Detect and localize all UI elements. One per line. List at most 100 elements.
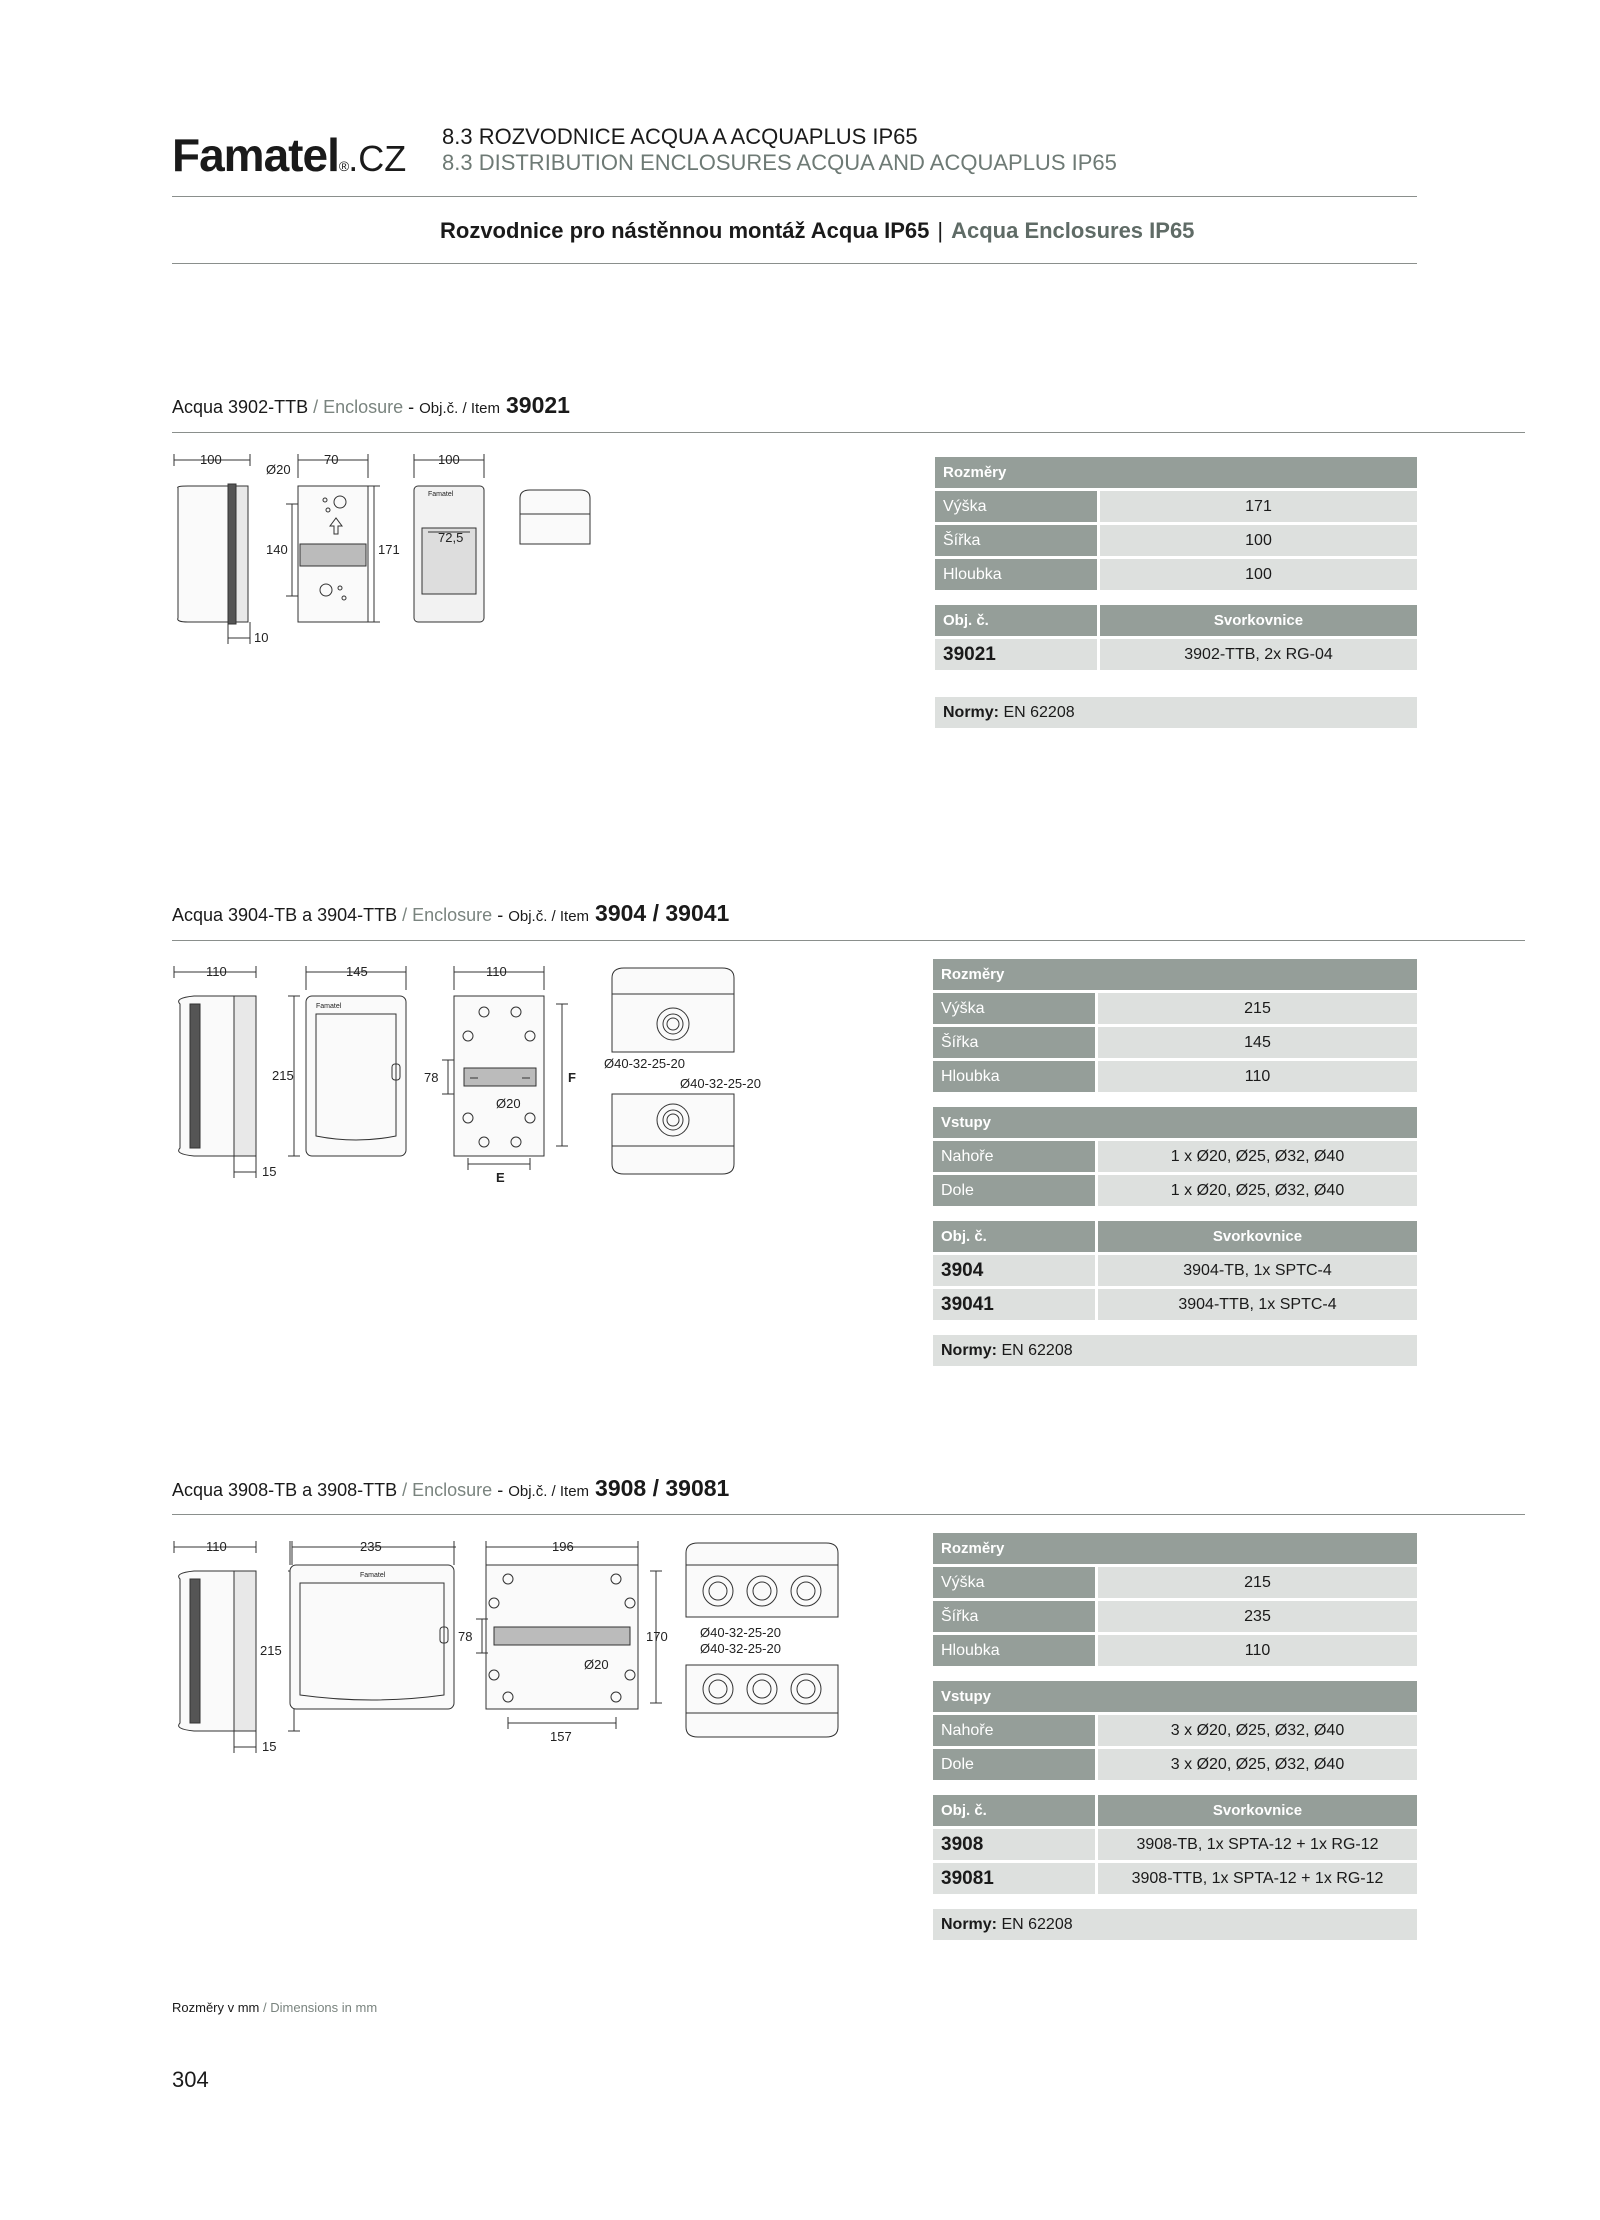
dim-back-width: 196 (552, 1539, 574, 1554)
item-desc: 3908-TB, 1x SPTA-12 + 1x RG-12 (1098, 1829, 1417, 1860)
entry-top-label: Ø40-32-25-20 (700, 1625, 781, 1640)
units-note: Rozměry v mm / Dimensions in mm (172, 2000, 377, 2015)
product-name: Acqua 3902-TTB (172, 397, 309, 417)
title-en: Enclosure (412, 1480, 493, 1500)
chapter-title-en: 8.3 DISTRIBUTION ENCLOSURES ACQUA AND AC… (442, 150, 1117, 175)
dim-rail: 78 (424, 1070, 438, 1085)
item-desc: 3904-TB, 1x SPTC-4 (1098, 1255, 1417, 1286)
normy-value: EN 62208 (999, 703, 1075, 721)
title-en: Enclosure (412, 905, 493, 925)
logo-registered-mark: ® (338, 158, 349, 174)
label-dole: Dole (933, 1749, 1095, 1780)
normy-label: Normy: (943, 703, 1000, 721)
section-title-39021: Acqua 3902-TTB / Enclosure - Obj.č. / It… (172, 392, 570, 419)
dim-height: 215 (272, 1068, 294, 1083)
logo-domain: .CZ (348, 138, 407, 179)
title-dash: - (492, 905, 509, 925)
drawing-brand: Famatel (428, 491, 454, 498)
units-note-cz: Rozměry v mm (172, 2000, 260, 2015)
value-vyska: 215 (1098, 993, 1417, 1024)
item-desc: 3902-TTB, 2x RG-04 (1100, 639, 1417, 670)
title-item-label: Obj.č. / Item (508, 908, 590, 925)
item-number: 3904 / 39041 (595, 900, 730, 926)
product-name: Acqua 3904-TB a 3904-TTB (172, 905, 398, 925)
item-code: 39021 (935, 639, 1097, 670)
value-nahore: 3 x Ø20, Ø25, Ø32, Ø40 (1098, 1715, 1417, 1746)
section-title-3908: Acqua 3908-TB a 3908-TTB / Enclosure - O… (172, 1475, 729, 1502)
normy-cell: Normy: EN 62208 (935, 697, 1417, 728)
obj-header: Obj. č. (935, 605, 1097, 636)
value-hloubka: 100 (1100, 559, 1417, 590)
dim-back-width: 110 (486, 964, 507, 979)
title-item-label: Obj.č. / Item (508, 1483, 590, 1500)
dim-mount-height: 140 (266, 542, 288, 557)
dim-width: 235 (360, 1539, 382, 1554)
subtitle-en: Acqua Enclosures IP65 (951, 218, 1195, 243)
entry-top-label: Ø40-32-25-20 (604, 1056, 685, 1071)
dim-width: 70 (324, 452, 338, 467)
value-dole: 3 x Ø20, Ø25, Ø32, Ø40 (1098, 1749, 1417, 1780)
dim-height: 215 (260, 1643, 282, 1658)
technical-drawing-3904: 110 145 110 215 78 F Ø20 E 15 Ø40-32-25-… (173, 964, 761, 1185)
value-sirka: 235 (1098, 1601, 1417, 1632)
title-item-label: Obj.č. / Item (419, 400, 500, 417)
dim-depth: 110 (206, 964, 227, 979)
rozmery-header: Rozměry (933, 959, 1417, 990)
item-code: 3904 (933, 1255, 1095, 1286)
section-divider (172, 940, 1525, 941)
label-vyska: Výška (933, 993, 1095, 1024)
product-name: Acqua 3908-TB a 3908-TTB (172, 1480, 398, 1500)
section-divider (172, 1514, 1525, 1515)
subtitle-separator: | (937, 218, 944, 243)
label-vyska: Výška (935, 491, 1097, 522)
label-nahore: Nahoře (933, 1141, 1095, 1172)
dim-wall: 10 (254, 630, 268, 645)
label-hloubka: Hloubka (935, 559, 1097, 590)
vstupy-header: Vstupy (933, 1107, 1417, 1138)
title-dash: - (492, 1480, 509, 1500)
normy-cell: Normy: EN 62208 (933, 1335, 1417, 1366)
value-hloubka: 110 (1098, 1061, 1417, 1092)
drawing-brand: Famatel (360, 1572, 386, 1579)
page-subtitle: Rozvodnice pro nástěnnou montáž Acqua IP… (440, 218, 1194, 244)
vstupy-header: Vstupy (933, 1681, 1417, 1712)
chapter-title-cz: 8.3 ROZVODNICE ACQUA A ACQUAPLUS IP65 (442, 124, 918, 149)
normy-label: Normy: (941, 1915, 998, 1933)
title-dash: - (403, 397, 420, 417)
label-sirka: Šířka (933, 1027, 1095, 1058)
section-divider (172, 432, 1525, 433)
item-number: 3908 / 39081 (595, 1475, 730, 1501)
dim-hole: Ø20 (496, 1096, 521, 1111)
label-hloubka: Hloubka (933, 1635, 1095, 1666)
obj-header: Obj. č. (933, 1221, 1095, 1252)
subtitle-cz: Rozvodnice pro nástěnnou montáž Acqua IP… (440, 218, 930, 243)
title-sep: / (308, 397, 324, 417)
label-nahore: Nahoře (933, 1715, 1095, 1746)
item-desc: 3904-TTB, 1x SPTC-4 (1098, 1289, 1417, 1320)
dim-height: 171 (378, 542, 400, 557)
dim-rail: 78 (458, 1629, 472, 1644)
units-note-en: Dimensions in mm (270, 2000, 378, 2015)
technical-drawing-3908: 110 235 196 215 78 170 Ø20 157 15 Ø40-32… (173, 1539, 839, 1754)
svorkovnice-header: Svorkovnice (1100, 605, 1417, 636)
entry-bottom-label: Ø40-32-25-20 (700, 1641, 781, 1656)
label-sirka: Šířka (935, 525, 1097, 556)
svorkovnice-header: Svorkovnice (1098, 1795, 1417, 1826)
header-divider (172, 196, 1417, 197)
normy-value: EN 62208 (997, 1915, 1073, 1933)
item-number: 39021 (506, 392, 570, 418)
value-vyska: 215 (1098, 1567, 1417, 1598)
title-en: Enclosure (323, 397, 404, 417)
brand-logo: Famatel®.CZ (172, 128, 406, 182)
normy-label: Normy: (941, 1341, 998, 1359)
units-note-sep: / (259, 2000, 271, 2015)
logo-text: Famatel (172, 129, 340, 181)
item-desc: 3908-TTB, 1x SPTA-12 + 1x RG-12 (1098, 1863, 1417, 1894)
dim-width: 145 (346, 964, 368, 979)
value-nahore: 1 x Ø20, Ø25, Ø32, Ø40 (1098, 1141, 1417, 1172)
value-sirka: 100 (1100, 525, 1417, 556)
dim-depth: 100 (200, 452, 222, 467)
dim-wall: 15 (262, 1164, 276, 1179)
